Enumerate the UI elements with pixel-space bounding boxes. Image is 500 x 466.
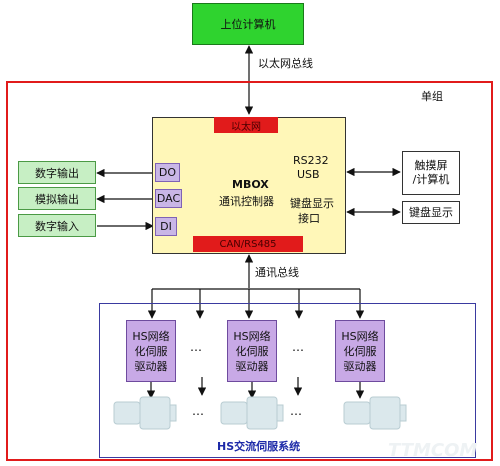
ellipsis-1: … (190, 340, 204, 354)
usb-label: USB (297, 168, 320, 181)
ellipsis-4: … (290, 404, 304, 418)
analog-output-label: 模拟输出 (35, 192, 79, 206)
ethernet-bus-label: 以太网总线 (258, 57, 313, 70)
touchscreen-computer-box: 触摸屏 /计算机 (402, 151, 460, 195)
dac-port: DAC (155, 189, 182, 208)
keyboard-interface-label-1: 键盘显示 (290, 197, 334, 210)
servo-motor-3 (343, 396, 407, 430)
rs232-label: RS232 (293, 154, 329, 167)
ellipsis-3: … (192, 404, 206, 418)
do-port: DO (155, 163, 180, 182)
servo-system-label: HS交流伺服系统 (217, 440, 301, 453)
drive-1-line2: 化伺服 (134, 344, 168, 358)
mbox-controller (152, 117, 346, 254)
host-computer-box: 上位计算机 (192, 3, 304, 45)
ethernet-port-tab: 以太网 (214, 117, 278, 133)
computer-label: /计算机 (412, 173, 450, 186)
digital-output-label: 数字输出 (35, 166, 79, 180)
drive-1-line1: HS网络 (132, 329, 170, 343)
drive-3-line1: HS网络 (341, 329, 379, 343)
servo-drive-1: HS网络 化伺服 驱动器 (126, 320, 176, 382)
mbox-subtitle: 通讯控制器 (219, 195, 274, 208)
watermark: TTMCOM (388, 440, 478, 461)
can-rs485-port-tab: CAN/RS485 (193, 236, 303, 252)
keyboard-display-box: 键盘显示 (402, 201, 460, 224)
drive-1-line3: 驱动器 (134, 359, 168, 373)
digital-input-label: 数字输入 (35, 219, 79, 233)
single-group-label: 单组 (421, 90, 443, 103)
keyboard-display-label: 键盘显示 (409, 205, 453, 219)
servo-motor-2 (220, 396, 284, 430)
analog-output-box: 模拟输出 (18, 187, 96, 210)
keyboard-interface-label-2: 接口 (298, 212, 320, 225)
touchscreen-label: 触摸屏 (414, 159, 448, 172)
drive-3-line3: 驱动器 (343, 359, 377, 373)
drive-2-line3: 驱动器 (235, 359, 269, 373)
di-port: DI (155, 217, 177, 236)
servo-drive-3: HS网络 化伺服 驱动器 (335, 320, 385, 382)
host-computer-label: 上位计算机 (220, 18, 276, 31)
servo-motor-1 (113, 396, 177, 430)
drive-2-line2: 化伺服 (235, 344, 269, 358)
digital-output-box: 数字输出 (18, 161, 96, 184)
ellipsis-2: … (292, 340, 306, 354)
servo-drive-2: HS网络 化伺服 驱动器 (227, 320, 277, 382)
mbox-title: MBOX (232, 178, 269, 191)
single-group-frame (6, 81, 493, 461)
drive-2-line1: HS网络 (233, 329, 271, 343)
drive-3-line2: 化伺服 (343, 344, 377, 358)
servo-system-frame (99, 303, 476, 458)
comm-bus-label: 通讯总线 (255, 266, 299, 279)
digital-input-box: 数字输入 (18, 214, 96, 237)
